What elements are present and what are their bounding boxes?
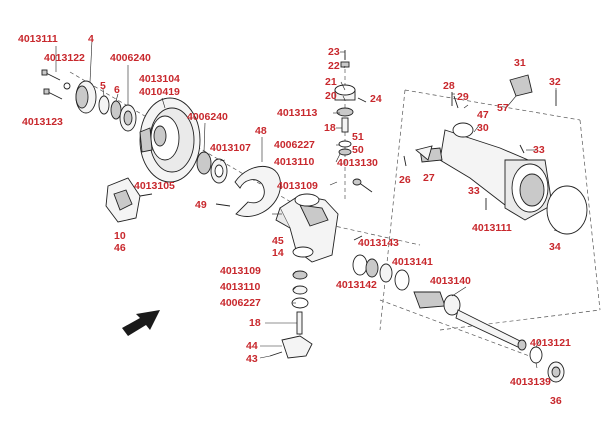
callout-26: 26 (399, 174, 411, 186)
callout-4013109-top: 4013109 (277, 180, 318, 192)
callout-4013139: 4013139 (510, 376, 551, 388)
callout-49: 49 (195, 199, 207, 211)
inner-bearing (196, 151, 212, 175)
callout-4013110-top: 4013110 (274, 156, 315, 168)
callout-18-bottom: 18 (249, 317, 261, 329)
callout-4013105: 4013105 (134, 180, 175, 192)
callout-4013113: 4013113 (277, 107, 318, 119)
callout-4013109-bottom: 4013109 (220, 265, 261, 277)
callout-51: 51 (352, 131, 364, 143)
kingpin-bottom (269, 270, 313, 359)
callout-23: 23 (328, 46, 340, 58)
axle-housing (419, 95, 553, 221)
callout-32: 32 (549, 76, 561, 88)
screw-26 (403, 155, 407, 167)
steering-knuckle (275, 193, 339, 263)
front-direction-arrow-icon (122, 310, 160, 336)
callout-30: 30 (477, 122, 489, 134)
callout-14: 14 (272, 247, 284, 259)
callout-20: 20 (325, 90, 337, 102)
callout-5: 5 (100, 80, 106, 92)
hub-disc (139, 97, 201, 183)
callout-4013130: 4013130 (337, 157, 378, 169)
callout-4006240-outer: 4006240 (110, 52, 151, 64)
brake-caliper (105, 177, 153, 223)
callout-57: 57 (497, 102, 509, 114)
callout-4006227-bottom: 4006227 (220, 297, 261, 309)
callout-50: 50 (352, 144, 364, 156)
callout-22: 22 (328, 60, 340, 72)
callout-46: 46 (114, 242, 126, 254)
callout-4013141: 4013141 (392, 256, 433, 268)
shaft-bearing (547, 361, 565, 383)
callout-4013111-right: 4013111 (472, 222, 512, 234)
seal-ring (98, 95, 110, 115)
callout-24: 24 (370, 93, 382, 105)
housing-gasket (546, 185, 588, 235)
callout-4013111-top: 4013111 (18, 33, 58, 45)
callout-45: 45 (272, 235, 284, 247)
callout-18-top: 18 (324, 122, 336, 134)
callout-4006240-inner: 4006240 (187, 111, 228, 123)
callout-33-top: 33 (533, 144, 545, 156)
callout-31: 31 (514, 57, 526, 69)
callout-29: 29 (457, 91, 469, 103)
bearing-ring (110, 100, 122, 120)
bolts-upper (41, 69, 63, 100)
callout-4013122: 4013122 (44, 52, 85, 64)
callout-44: 44 (246, 340, 258, 352)
callout-36: 36 (550, 395, 562, 407)
callout-4013143: 4013143 (358, 237, 399, 249)
callout-4013110-bottom: 4013110 (220, 281, 261, 293)
callout-4013140: 4013140 (430, 275, 471, 287)
callout-6: 6 (114, 84, 120, 96)
callout-4013121: 4013121 (530, 337, 571, 349)
clip-27 (415, 145, 433, 161)
callout-10: 10 (114, 230, 126, 242)
bolt-33a (519, 144, 525, 154)
assembly-dash-lines (69, 55, 601, 361)
callout-4010419: 4010419 (139, 86, 180, 98)
screw-49 (215, 203, 231, 207)
callout-47: 47 (477, 109, 489, 121)
callout-4: 4 (88, 33, 94, 45)
callout-21: 21 (325, 76, 337, 88)
callout-4013142: 4013142 (336, 279, 377, 291)
callout-33-bottom: 33 (468, 185, 480, 197)
axle-seals (352, 235, 410, 291)
mount-bracket (509, 74, 533, 97)
axle-shaft (413, 291, 527, 351)
inner-seal (210, 158, 228, 184)
callout-28: 28 (443, 80, 455, 92)
callout-4013107: 4013107 (210, 142, 251, 154)
callout-48: 48 (255, 125, 267, 137)
splash-shield (234, 166, 281, 217)
callout-4013123: 4013123 (22, 116, 63, 128)
hub-cover (63, 80, 97, 114)
callout-4013104: 4013104 (139, 73, 180, 85)
tie-rod-end (352, 178, 373, 193)
callout-43: 43 (246, 353, 258, 365)
shaft-bushing (529, 346, 543, 364)
callout-27: 27 (423, 172, 435, 184)
wheel-bearing (119, 104, 137, 132)
callout-4006227-top: 4006227 (274, 139, 315, 151)
leader-lines (55, 39, 561, 369)
callout-34: 34 (549, 241, 561, 253)
